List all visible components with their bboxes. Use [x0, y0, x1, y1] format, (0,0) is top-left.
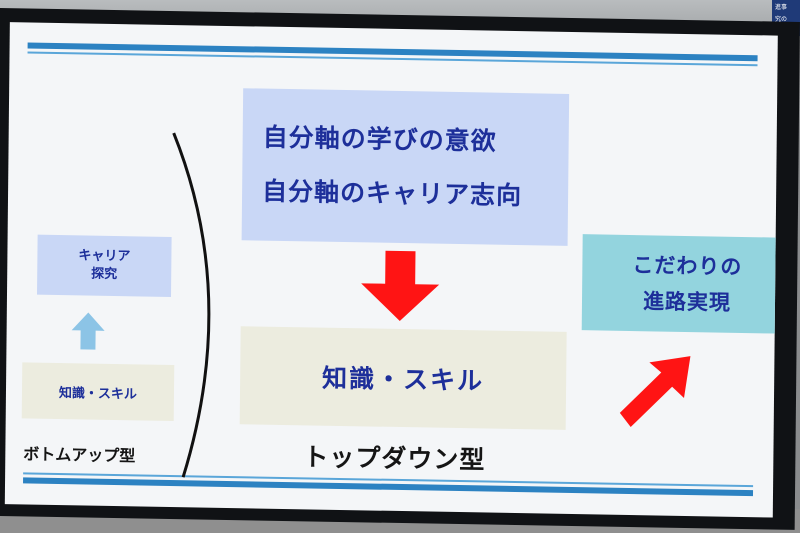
presentation-slide: 自分軸の学びの意欲 自分軸のキャリア志向 知識・スキル こだわりの 進路実現 キ…: [4, 22, 778, 518]
diagonal-arrow-icon: [619, 356, 691, 428]
down-arrow-icon: [361, 250, 440, 321]
display-monitor: 自分軸の学びの意欲 自分軸のキャリア志向 知識・スキル こだわりの 進路実現 キ…: [0, 8, 800, 530]
slide-graphics: [71, 132, 691, 478]
up-arrow-icon: [71, 312, 105, 350]
divider-curve: [172, 132, 211, 478]
